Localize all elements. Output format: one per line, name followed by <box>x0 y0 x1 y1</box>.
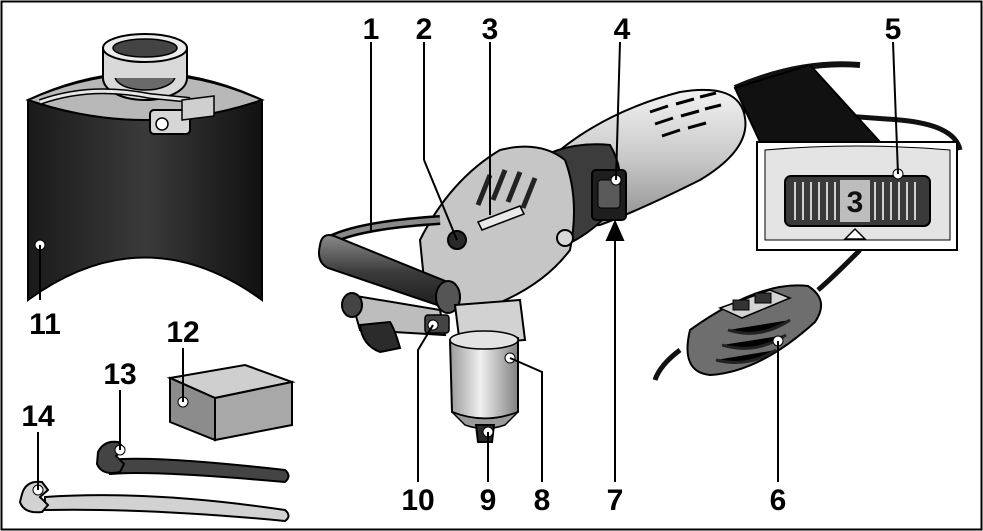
callout-10: 10 <box>401 484 434 517</box>
prcd-unit <box>686 284 823 377</box>
callout-9: 9 <box>480 484 497 517</box>
callout-7: 7 <box>607 484 624 517</box>
callout-6: 6 <box>770 484 787 517</box>
leader-2b <box>423 159 458 241</box>
core-drill <box>318 88 747 443</box>
callout-5: 5 <box>885 13 902 46</box>
wrench-large <box>18 480 290 523</box>
dial-ridges <box>794 182 916 220</box>
leader-8 <box>509 357 543 482</box>
speed-dial-inset: 3 <box>733 63 958 251</box>
leader-5 <box>892 41 899 175</box>
callout-1: 1 <box>363 13 380 46</box>
pipe-illustration <box>25 33 265 302</box>
callout-numbers: 1 2 3 4 5 6 7 8 9 10 11 12 13 14 <box>21 13 901 517</box>
callout-4: 4 <box>614 13 631 46</box>
callout-13: 13 <box>103 358 136 391</box>
wrench-small <box>95 440 290 484</box>
leader-lines <box>37 41 899 490</box>
leader-10 <box>417 324 434 482</box>
callout-11: 11 <box>29 308 61 341</box>
speed-dial-value: 3 <box>847 186 864 219</box>
vent-slots <box>649 91 722 138</box>
callout-12: 12 <box>166 316 199 349</box>
callout-2: 2 <box>416 13 433 46</box>
box-illustration <box>166 363 296 442</box>
callout-8: 8 <box>534 484 551 517</box>
callout-14: 14 <box>21 400 55 433</box>
callout-3: 3 <box>482 13 499 46</box>
leader-7-arrow <box>605 219 625 241</box>
leader-4 <box>615 41 621 181</box>
guard-slots <box>475 169 538 209</box>
